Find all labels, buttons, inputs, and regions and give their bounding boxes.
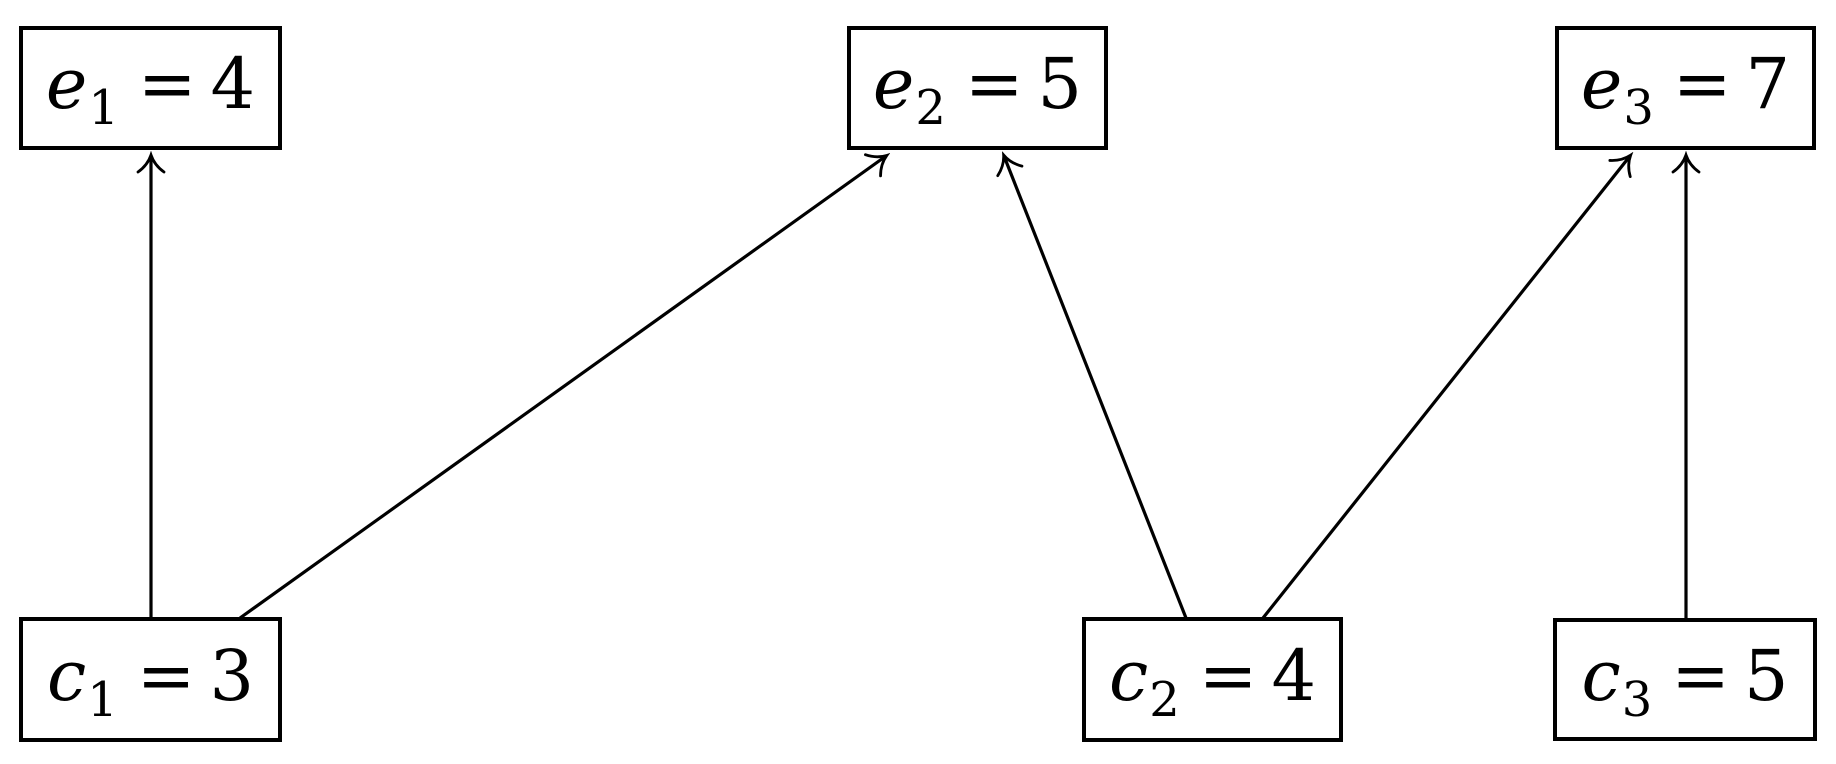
node-c3-label: c3=5 — [1582, 641, 1789, 724]
node-e1: e1 =4 — [19, 26, 282, 150]
node-value: 4 — [1271, 634, 1316, 717]
variable-letter: e — [1580, 43, 1623, 125]
edge-c2-to-e2 — [1004, 156, 1188, 619]
node-c2: c2 =4 — [1082, 617, 1343, 742]
node-value: 5 — [1037, 43, 1083, 125]
node-value: 3 — [209, 634, 254, 717]
node-value: 4 — [210, 43, 256, 125]
equals-sign: = — [137, 43, 197, 125]
variable-letter: e — [45, 43, 88, 125]
node-c2-label: c2=4 — [1109, 641, 1316, 724]
variable-subscript: 2 — [1149, 671, 1180, 728]
variable-subscript: 1 — [88, 80, 119, 136]
edge-c1-to-e2 — [239, 156, 886, 620]
node-value: 7 — [1745, 43, 1791, 125]
equals-sign: = — [1671, 634, 1730, 717]
variable-subscript: 1 — [87, 671, 118, 728]
node-c3: c3 =5 — [1553, 618, 1817, 741]
variable-subscript: 3 — [1621, 671, 1653, 728]
variable-subscript: 3 — [1623, 80, 1654, 136]
variable-letter: c — [47, 634, 87, 717]
node-e3: e3 =7 — [1555, 26, 1816, 150]
equals-sign: = — [136, 634, 196, 717]
node-value: 5 — [1743, 634, 1789, 717]
variable-letter: e — [872, 43, 915, 125]
variable-letter: c — [1581, 634, 1621, 717]
node-e2: e2 =5 — [847, 26, 1108, 150]
node-c1: c1 =3 — [19, 617, 282, 742]
node-e3-label: e3=7 — [1581, 49, 1790, 132]
node-c1-label: c1=3 — [47, 641, 254, 724]
node-e2-label: e2=5 — [873, 49, 1082, 132]
equals-sign: = — [1198, 634, 1258, 717]
edge-c2-to-e3 — [1261, 156, 1630, 619]
variable-subscript: 2 — [915, 80, 946, 136]
variable-letter: c — [1109, 634, 1149, 717]
equals-sign: = — [1672, 43, 1732, 125]
equals-sign: = — [964, 43, 1024, 125]
node-e1-label: e1=4 — [46, 49, 255, 132]
